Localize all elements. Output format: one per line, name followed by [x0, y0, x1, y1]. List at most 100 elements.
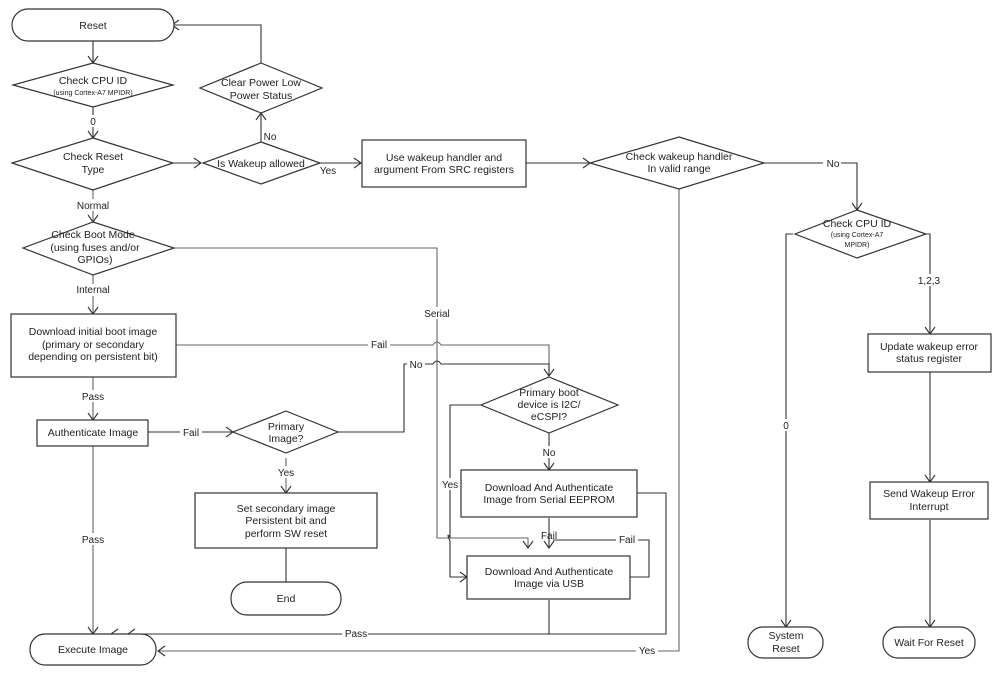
node-sublabel: (using Cortex-A7 MPIDR) — [53, 90, 132, 97]
edge-label-primary-no: No — [410, 360, 423, 371]
node-use-wakeup-handler: Use wakeup handler and argument From SRC… — [361, 139, 527, 188]
node-authenticate-image: Authenticate Image — [36, 419, 149, 447]
node-check-wakeup-handler: Check wakeup handler In valid range — [587, 136, 767, 190]
node-label: Power Status — [230, 90, 292, 102]
node-end: End — [230, 581, 342, 616]
edge-label-usb-pass: Pass — [345, 629, 367, 640]
node-label: Reset — [79, 20, 107, 32]
node-sublabel: (using Cortex-A7 — [831, 232, 884, 239]
node-label: status register — [896, 353, 962, 365]
node-download-eeprom: Download And Authenticate Image from Ser… — [460, 469, 638, 518]
edge-handler-yes — [158, 189, 680, 652]
node-label: Download And Authenticate — [485, 566, 614, 578]
node-label: (using fuses and/or — [50, 242, 140, 254]
node-download-initial: Download initial boot image (primary or … — [10, 313, 177, 378]
node-set-secondary: Set secondary image Persistent bit and p… — [194, 492, 378, 549]
node-label: device is I2C/ — [517, 399, 580, 411]
arrow-head — [193, 157, 202, 169]
edge-label-serial: Serial — [424, 309, 450, 320]
edge-labels: 0 Normal Yes No No 1,2,3 0 Internal Seri… — [73, 115, 943, 657]
node-label: eCSPI? — [531, 411, 567, 423]
node-label: Is Wakeup allowed — [217, 158, 305, 170]
node-check-boot-mode: Check Boot Mode (using fuses and/or GPIO… — [21, 221, 176, 276]
node-label: Execute Image — [58, 644, 128, 656]
edge-download-fail — [176, 341, 550, 370]
node-label: In valid range — [647, 163, 710, 175]
edge-label-bootdev-no: No — [543, 448, 556, 459]
node-system-reset: System Reset — [747, 626, 824, 659]
node-label: Type — [82, 164, 105, 176]
edge-label-auth-fail: Fail — [183, 428, 199, 439]
node-wait-for-reset: Wait For Reset — [882, 626, 976, 659]
node-label: Image from Serial EEPROM — [483, 494, 614, 506]
node-sublabel: MPIDR) — [845, 242, 870, 249]
node-label: Check CPU ID — [823, 218, 892, 230]
edge-label-wakeup-no: No — [264, 132, 277, 143]
edge-label-normal: Normal — [77, 201, 109, 212]
node-execute-image: Execute Image — [29, 633, 157, 666]
edge-label-cpu2-0: 0 — [783, 421, 789, 432]
edge-label-usb-fail: Fail — [619, 535, 635, 546]
nodes: Reset Check CPU ID (using Cortex-A7 MPID… — [10, 8, 992, 666]
node-label: Use wakeup handler and — [386, 152, 502, 164]
node-label: Download And Authenticate — [485, 482, 614, 494]
edge-label-handler-no: No — [827, 159, 840, 170]
node-label: (primary or secondary — [42, 339, 145, 351]
edge-label-download-pass: Pass — [82, 392, 104, 403]
edge-label-handler-yes: Yes — [639, 646, 655, 657]
node-label: Check CPU ID — [59, 75, 128, 87]
node-is-wakeup-allowed: Is Wakeup allowed — [201, 141, 322, 185]
node-label: Clear Power Low — [221, 77, 301, 89]
node-label: perform SW reset — [245, 528, 327, 540]
arrow-head — [353, 157, 362, 169]
node-label: Send Wakeup Error — [883, 488, 975, 500]
node-label: Primary boot — [519, 387, 579, 399]
node-label: GPIOs) — [77, 254, 112, 266]
node-label: Check Reset — [63, 151, 123, 163]
node-check-reset-type: Check Reset Type — [10, 137, 175, 191]
edge-usb-fail — [553, 539, 650, 578]
arrow-head — [543, 368, 555, 377]
edge-label-download-fail: Fail — [371, 340, 387, 351]
node-label: Authenticate Image — [48, 427, 139, 439]
node-label: Download initial boot image — [29, 326, 158, 338]
node-label: Check Boot Mode — [51, 229, 135, 241]
edge-eeprom-pass — [105, 492, 667, 635]
edge-label-bootdev-yes: Yes — [442, 480, 458, 491]
node-label: Wait For Reset — [894, 637, 964, 649]
arrow-head — [522, 540, 534, 549]
arrow-head — [543, 540, 555, 549]
edge-cpu2-0 — [785, 233, 793, 627]
node-update-wakeup-error: Update wakeup error status register — [867, 333, 992, 373]
node-send-wakeup-error: Send Wakeup Error Interrupt — [869, 481, 989, 520]
node-reset: Reset — [11, 8, 175, 42]
edge-handler-no — [764, 162, 858, 210]
edge-clearpower-to-reset — [172, 24, 262, 63]
node-label: depending on persistent bit) — [28, 351, 158, 363]
node-download-usb: Download And Authenticate Image via USB — [466, 555, 631, 600]
edge-label-cpu2-123: 1,2,3 — [918, 276, 941, 287]
connectors — [87, 19, 936, 657]
node-label: argument From SRC registers — [374, 164, 514, 176]
node-label: Interrupt — [909, 501, 948, 513]
edge-label-internal: Internal — [76, 285, 109, 296]
node-label: Persistent bit and — [245, 515, 326, 527]
node-primary-image: Primary Image? — [231, 410, 340, 454]
node-primary-boot-device: Primary boot device is I2C/ eCSPI? — [479, 376, 620, 434]
edge-label-auth-pass: Pass — [82, 535, 104, 546]
node-label: System — [768, 630, 803, 642]
edge-label-wakeup-yes: Yes — [320, 166, 336, 177]
edge-bootmode-serial — [174, 247, 529, 548]
node-label: Check wakeup handler — [626, 151, 733, 163]
node-clear-power-low: Clear Power Low Power Status — [198, 62, 324, 114]
node-label: Reset — [772, 643, 800, 655]
node-check-cpu-id: Check CPU ID (using Cortex-A7 MPIDR) — [10, 62, 176, 108]
node-label: Set secondary image — [237, 503, 336, 515]
arrow-head — [157, 645, 166, 657]
node-label: Primary — [268, 421, 305, 433]
edge-bootdev-yes — [447, 404, 481, 578]
node-label: Update wakeup error — [880, 341, 979, 353]
node-label: Image via USB — [514, 578, 584, 590]
edge-label-eeprom-fail: Fail — [541, 531, 557, 542]
